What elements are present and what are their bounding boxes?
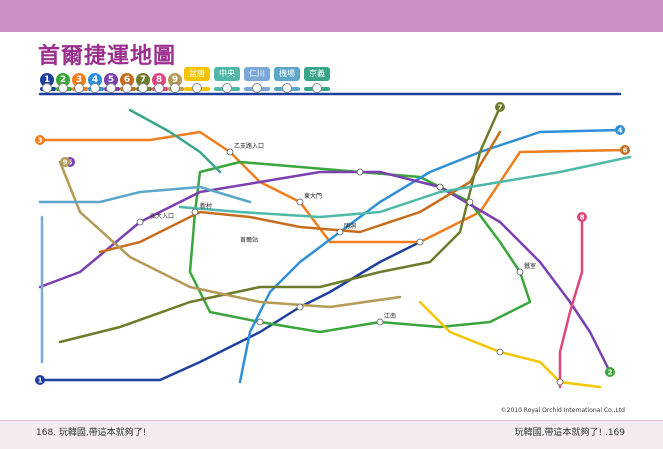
station-label: 東大門 [304, 192, 322, 200]
line-5-route [38, 170, 612, 374]
line-endpoint-number: 4 [618, 127, 623, 135]
line-endpoint-badge [577, 212, 587, 222]
legend-named-line[interactable]: 仁川線 [244, 67, 270, 92]
page-number-right: 玩韓國,帶這本就夠了! .169 [514, 428, 625, 438]
bundang-route [418, 300, 602, 389]
station-label: 乙支路入口 [234, 142, 264, 150]
subway-map: 乙支路入口 東大門 首爾站 弘大入口 江南 蠶室 新村 明洞 1 3 59 4 6 7 8 2 [35, 92, 632, 389]
station-dot[interactable] [136, 218, 144, 226]
line-endpoint-badge [620, 145, 630, 155]
station-dot[interactable] [416, 238, 424, 246]
station-dot[interactable] [226, 148, 234, 156]
station-dot[interactable] [436, 183, 444, 191]
line-endpoint-number: 8 [580, 214, 585, 222]
legend-station-marker [90, 83, 100, 93]
legend-station-marker [106, 83, 116, 93]
station-dot[interactable] [336, 228, 344, 236]
line-endpoint-badge [615, 125, 625, 135]
top-banner [0, 0, 663, 32]
legend-station-marker [154, 83, 164, 93]
station-label: 弘大入口 [150, 212, 174, 220]
station-labels: 乙支路入口 東大門 首爾站 弘大入口 江南 蠶室 新村 明洞 [150, 142, 536, 320]
line-4-route [238, 128, 622, 384]
legend-named-line[interactable]: 機場線 [274, 67, 300, 92]
station-dot[interactable] [376, 318, 384, 326]
station-label: 明洞 [344, 222, 356, 230]
legend-station-marker [312, 83, 322, 93]
station-label: 新村 [200, 202, 212, 210]
legend-station-marker [252, 83, 262, 93]
station-label: 蠶室 [524, 262, 536, 270]
jungang-route [178, 155, 632, 219]
station-label: 首爾站 [240, 236, 258, 244]
legend-station-marker [282, 83, 292, 93]
legend-station-marker [192, 83, 202, 93]
legend-station-marker [42, 83, 52, 93]
line-9-route [58, 160, 402, 309]
line-endpoint-number: 3 [38, 137, 43, 145]
airport-route [38, 185, 252, 204]
line-endpoint-number: 9 [63, 159, 68, 167]
stations [136, 148, 564, 386]
station-dot[interactable] [496, 348, 504, 356]
station-dot[interactable] [466, 198, 474, 206]
line-endpoint-number: 5 [68, 159, 73, 167]
line-2-route [188, 160, 532, 334]
station-dot[interactable] [556, 378, 564, 386]
line-endpoints: 1 3 59 4 6 7 8 2 [35, 102, 630, 385]
station-dot[interactable] [516, 268, 524, 276]
line-endpoint-number: 6 [623, 147, 628, 155]
station-dot[interactable] [296, 303, 304, 311]
line-7-route [58, 105, 502, 344]
page-title: 首爾捷運地圖 [38, 44, 177, 69]
station-dot[interactable] [191, 208, 199, 216]
line-endpoint-badge [35, 375, 45, 385]
line-3-route [38, 130, 627, 244]
line-endpoint-number: 1 [38, 377, 43, 385]
legend-named-line[interactable]: 盆唐線 [184, 67, 210, 92]
legend-named-line[interactable]: 中央線 [214, 67, 240, 92]
line-endpoint-number: 7 [498, 104, 503, 112]
legend-station-marker [74, 83, 84, 93]
station-dot[interactable] [356, 168, 364, 176]
line-8-route [558, 215, 584, 389]
station-dot[interactable] [296, 198, 304, 206]
page-number-left: 168. 玩韓國,帶這本就夠了! [36, 428, 147, 438]
route-lines [38, 92, 632, 389]
copyright-notice: ©2010 Royal Orchid International Co.,Ltd [500, 407, 625, 414]
line-1-route-south [38, 240, 422, 382]
line-6-route [98, 130, 502, 254]
page-footer [0, 420, 663, 449]
line-endpoint-badge [605, 367, 615, 377]
station-dot[interactable] [256, 318, 264, 326]
legend-station-marker [222, 83, 232, 93]
legend-station-marker [122, 83, 132, 93]
line-endpoint-badge [35, 135, 45, 145]
legend-station-marker [58, 83, 68, 93]
station-label: 江南 [384, 312, 396, 320]
line-legend: 123456789盆唐線中央線仁川線機場線京義線 [36, 67, 636, 97]
line-endpoint-number: 2 [608, 369, 613, 377]
line-endpoint-badge [60, 157, 70, 167]
legend-station-marker [138, 83, 148, 93]
legend-named-line[interactable]: 京義線 [304, 67, 330, 92]
gyeongui-route [128, 108, 222, 174]
line-endpoint-badge [495, 102, 505, 112]
legend-station-marker [170, 83, 180, 93]
